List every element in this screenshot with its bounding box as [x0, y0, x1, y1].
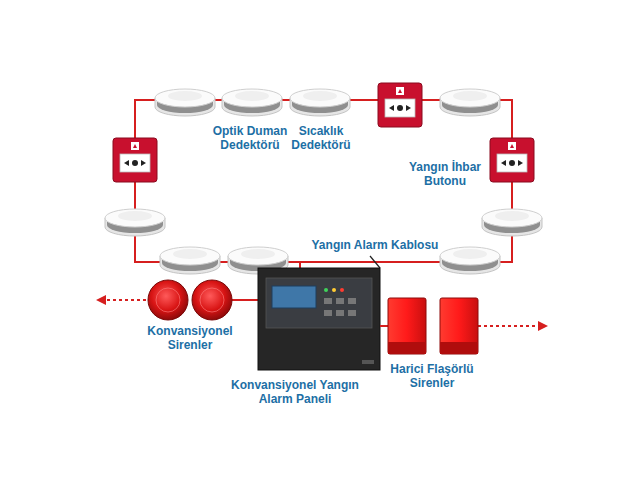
device-label: Optik Duman Dedektörü	[208, 124, 292, 152]
device-label: Yangın İhbar Butonu	[400, 160, 490, 188]
device-label: Sıcaklık Dedektörü	[285, 124, 357, 152]
device-label: Harici Flaşörlü Sirenler	[382, 362, 482, 390]
device-label: Yangın Alarm Kablosu	[305, 238, 445, 252]
device-label: Konvansiyonel Sirenler	[140, 324, 240, 352]
device-label: Konvansiyonel Yangın Alarm Paneli	[230, 378, 360, 406]
